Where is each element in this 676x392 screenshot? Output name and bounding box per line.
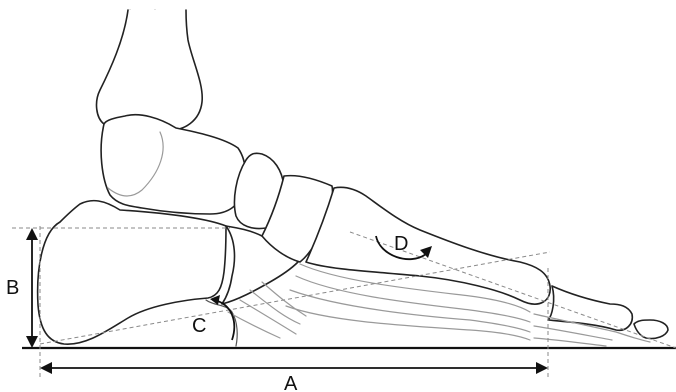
dimension-a-arrowhead-right <box>536 362 548 374</box>
dimension-b-arrowhead-top <box>26 228 38 240</box>
talus-bone <box>101 115 245 214</box>
tibia-bone <box>97 10 203 130</box>
label-d: D <box>394 233 408 255</box>
proximal-phalanx-bone <box>548 286 632 330</box>
label-b: B <box>6 277 19 299</box>
distal-phalanx-bone <box>634 320 668 339</box>
label-c: C <box>192 315 206 337</box>
first-metatarsal-bone <box>306 187 550 304</box>
dimension-b-arrowhead-bottom <box>26 336 38 348</box>
angle-c-arc <box>214 300 234 340</box>
label-a: A <box>284 373 298 392</box>
dimension-a-arrowhead-left <box>40 362 52 374</box>
